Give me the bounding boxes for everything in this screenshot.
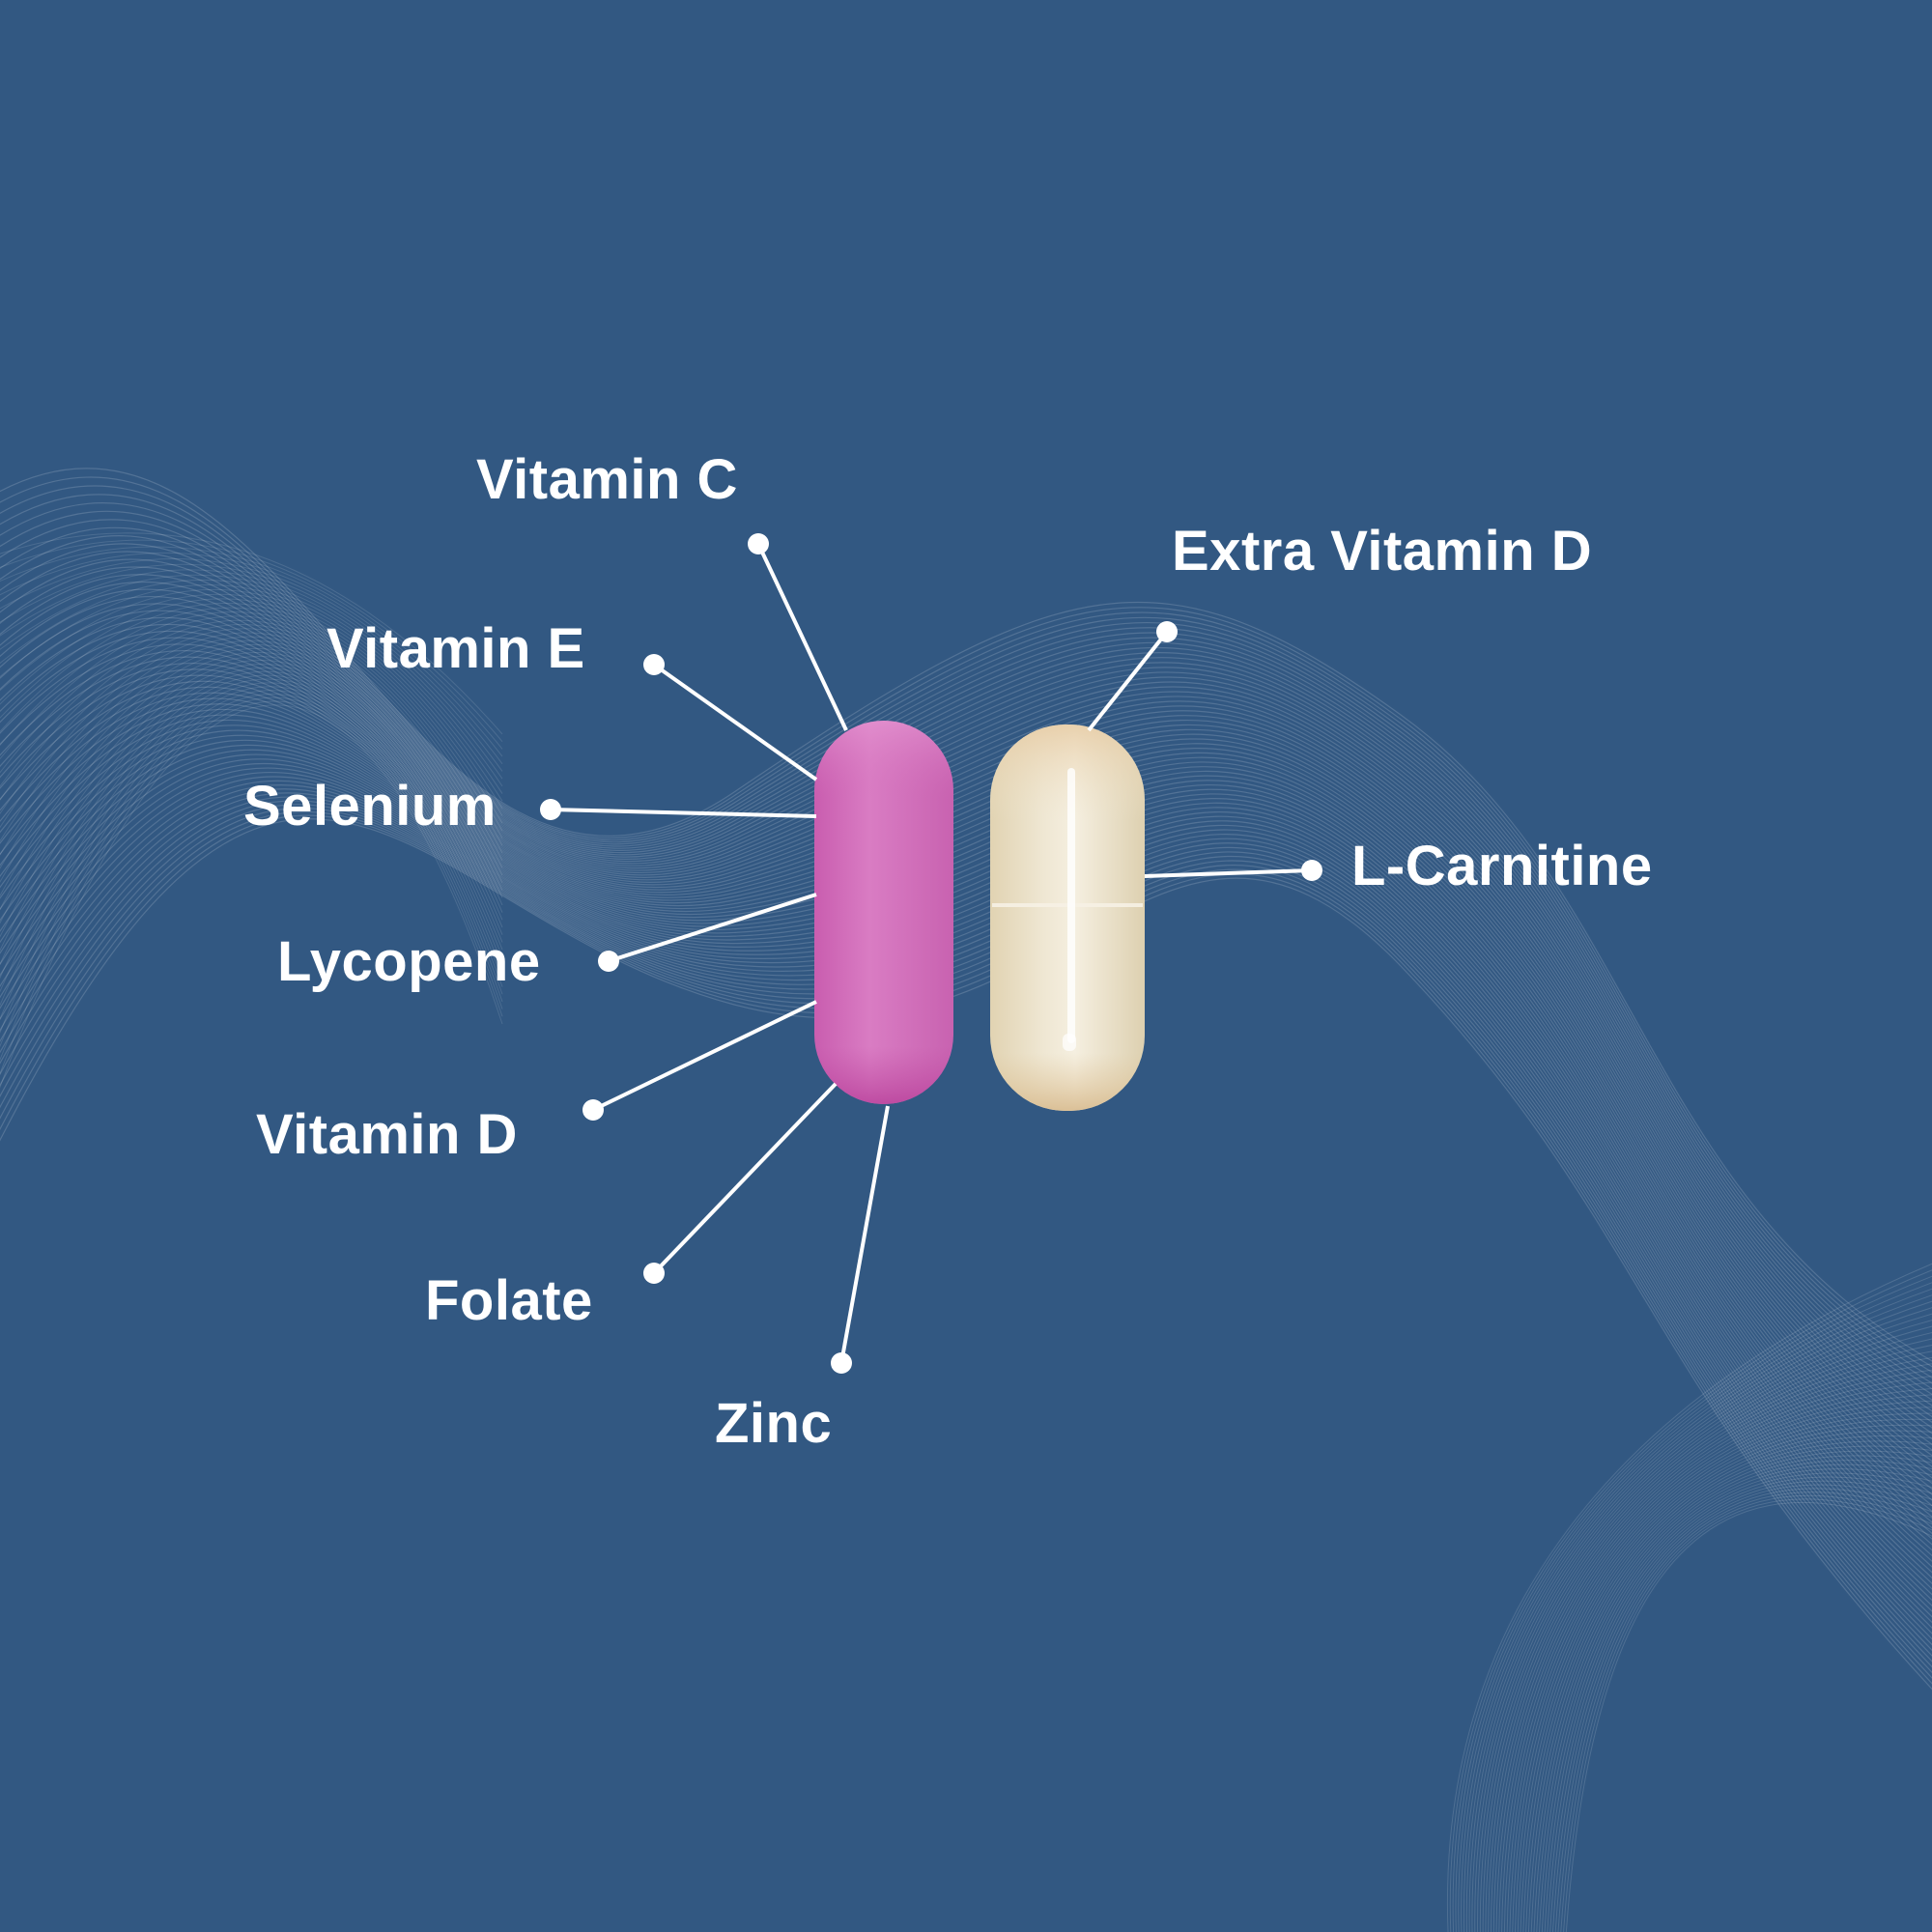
callout-dot bbox=[598, 951, 619, 972]
callout-dot bbox=[540, 799, 561, 820]
callout-dot bbox=[748, 533, 769, 554]
ingredient-label-folate: Folate bbox=[425, 1269, 593, 1332]
callout-line bbox=[756, 543, 848, 731]
pink-tablet bbox=[814, 721, 953, 1104]
callout-lines bbox=[540, 533, 1322, 1374]
callout-line bbox=[1144, 868, 1313, 878]
callout-line bbox=[839, 1105, 890, 1364]
callout-line bbox=[1087, 630, 1169, 732]
ingredient-label-selenium: Selenium bbox=[243, 775, 497, 838]
callout-dot bbox=[643, 1263, 665, 1284]
ingredient-label-vitamin-c: Vitamin C bbox=[476, 448, 738, 511]
ingredient-label-lycopene: Lycopene bbox=[277, 930, 541, 993]
beige-capsule bbox=[990, 724, 1145, 1111]
callout-line bbox=[550, 808, 817, 818]
ingredient-label-zinc: Zinc bbox=[715, 1392, 833, 1455]
callout-line bbox=[652, 1082, 838, 1275]
ingredient-label-vitamin-d: Vitamin D bbox=[256, 1103, 518, 1166]
callout-line bbox=[652, 663, 818, 781]
callout-dot bbox=[1301, 860, 1322, 881]
callout-dot bbox=[831, 1352, 852, 1374]
ingredient-label-l-carnitine: L-Carnitine bbox=[1351, 835, 1653, 897]
ingredient-label-vitamin-e: Vitamin E bbox=[327, 617, 585, 680]
callout-line bbox=[608, 893, 817, 963]
callout-dot bbox=[582, 1099, 604, 1121]
callout-dot bbox=[1156, 621, 1178, 642]
callout-line bbox=[592, 1000, 817, 1112]
ingredient-label-extra-vitamin-d: Extra Vitamin D bbox=[1172, 520, 1593, 582]
callout-dot bbox=[643, 654, 665, 675]
